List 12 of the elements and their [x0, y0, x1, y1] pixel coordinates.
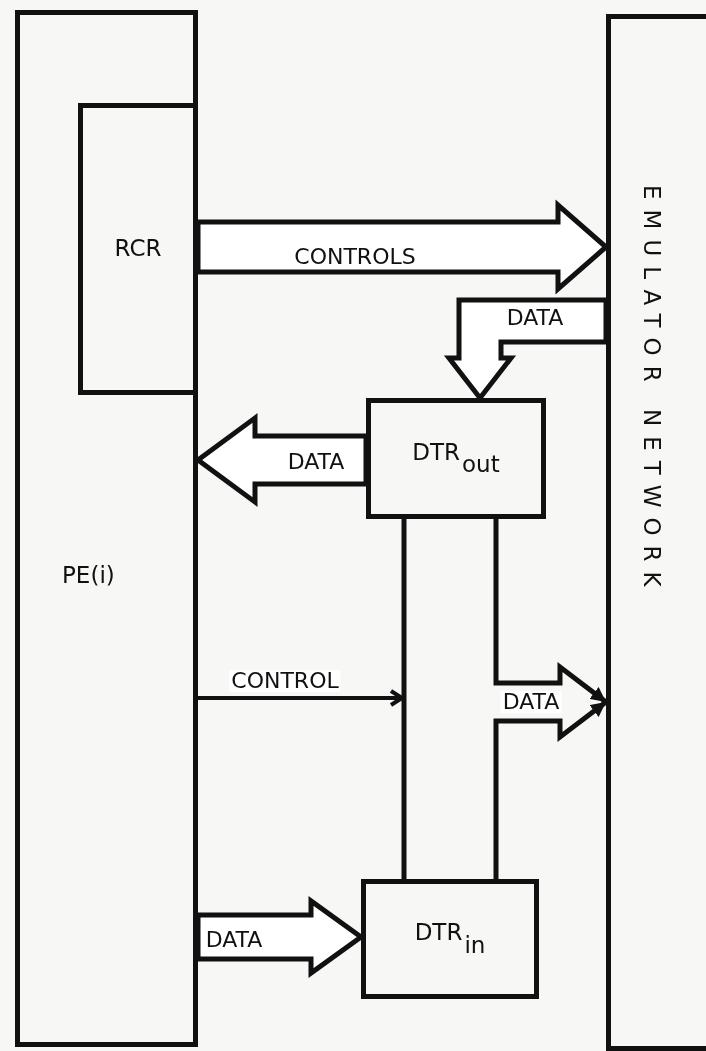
edge-label: DATA: [500, 691, 562, 713]
block-label: RCR: [114, 236, 162, 262]
arrow: [493, 700, 608, 879]
block-label: EMULATOR NETWORK: [639, 185, 665, 597]
block-label: PE(i): [62, 563, 115, 589]
connector-line: [401, 519, 407, 879]
block-box: [15, 10, 198, 1047]
block-box: [361, 879, 539, 999]
block-box: [366, 398, 546, 519]
arrow: [493, 519, 608, 704]
block-box: [606, 14, 706, 1051]
edge-label: CONTROL: [229, 670, 341, 692]
